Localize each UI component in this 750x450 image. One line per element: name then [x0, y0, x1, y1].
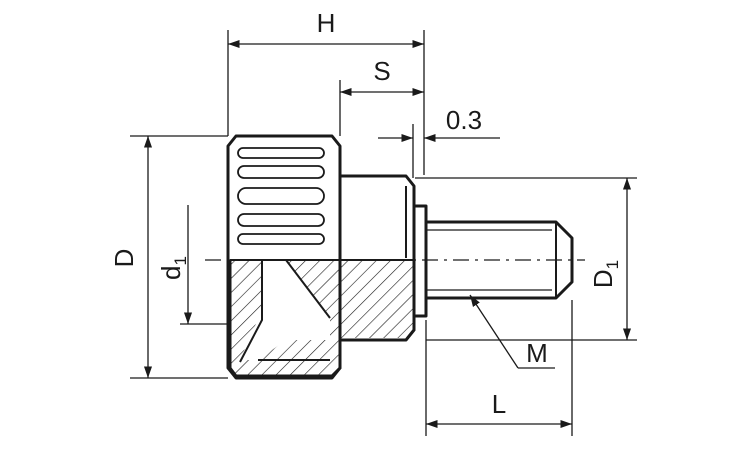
dimension-M-label: M: [526, 338, 548, 368]
dimension-gap-label: 0.3: [446, 105, 482, 135]
dimension-D-label-group: D: [109, 249, 139, 268]
dimension-D1-label: D1: [588, 260, 622, 288]
dimension-D1-label-group: D1: [588, 260, 622, 288]
dimension-D-label: D: [109, 249, 139, 268]
dimension-d1-label: d1: [156, 256, 190, 280]
section-view: [228, 259, 416, 378]
thread-leader: [469, 294, 555, 369]
dimension-d1-label-group: d1: [156, 256, 190, 280]
dimension-S-label: S: [373, 56, 390, 86]
dimension-L-label: L: [492, 389, 506, 419]
dimension-lines: [143, 39, 632, 429]
knurl-grooves: [237, 147, 325, 245]
dimension-H-label: H: [317, 8, 336, 38]
